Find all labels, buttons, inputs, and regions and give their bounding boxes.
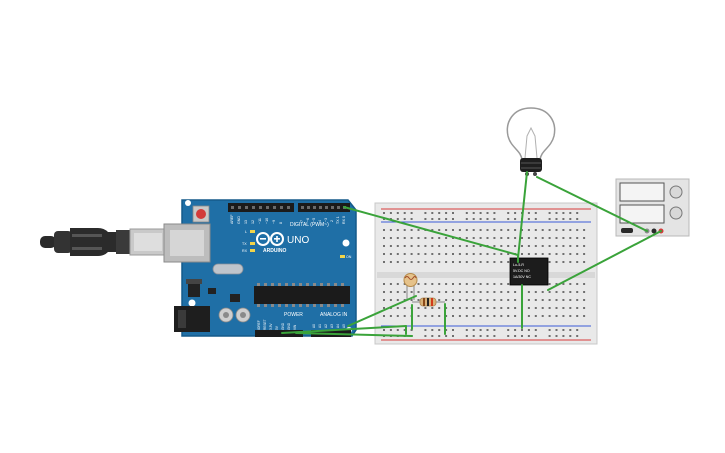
- digital-pin-labels: AREF GND 13 12 ~11 ~10 ~9 8 7 ~6 ~5 4 ~3…: [230, 214, 346, 224]
- pin-label: 4: [318, 220, 322, 222]
- on-label: ON: [346, 255, 352, 259]
- pin-label: 13: [244, 220, 248, 224]
- pin-label: 3.3V: [269, 323, 273, 330]
- pin-label: ~10: [265, 218, 269, 224]
- tx-label: TX: [242, 242, 247, 246]
- wire: [295, 332, 413, 337]
- power-supply-icon[interactable]: [615, 178, 690, 237]
- pin-label: 2: [330, 220, 334, 222]
- usb-cable[interactable]: [40, 228, 167, 256]
- analog-label: ANALOG IN: [320, 312, 348, 318]
- terminal-negative: [651, 228, 657, 234]
- center-channel: [377, 272, 595, 278]
- power-switch[interactable]: [621, 228, 633, 233]
- pin-label: A4: [336, 324, 340, 328]
- pin-label: IOREF: [257, 320, 261, 330]
- mounting-hole: [185, 200, 191, 206]
- pin-label: 12: [251, 220, 255, 224]
- brand-label: ARDUINO: [263, 248, 286, 254]
- led-l: [250, 230, 255, 233]
- model-label: UNO: [287, 235, 309, 246]
- voltage-display: [619, 182, 665, 202]
- relay-module[interactable]: Lu-5-R 5V.DC NO 1A/30V NC: [509, 257, 549, 286]
- crystal: [212, 263, 244, 275]
- pin-label: A3: [330, 324, 334, 328]
- pin-label: ~3: [324, 218, 328, 222]
- smd-chip: [230, 294, 240, 302]
- arduino-uno-board[interactable]: AREF GND 13 12 ~11 ~10 ~9 8 7 ~6 ~5 4 ~3…: [163, 199, 357, 337]
- voltage-regulator: [188, 283, 200, 297]
- smd-chip: [208, 288, 216, 294]
- voltage-knob[interactable]: [669, 185, 683, 199]
- mounting-hole: [188, 299, 196, 307]
- pin-label: ~6: [306, 218, 310, 222]
- led-rx: [250, 249, 255, 252]
- pin-label: ~11: [258, 218, 262, 224]
- pin-label: ~9: [272, 220, 276, 224]
- pin-label: 5V: [275, 325, 279, 330]
- relay-label: Lu-5-R: [513, 263, 524, 267]
- digital-header-low: [298, 203, 350, 212]
- power-header: [255, 330, 303, 337]
- led-on: [340, 255, 345, 258]
- pin-label: 8: [279, 222, 283, 224]
- pin-label: GND: [281, 322, 285, 330]
- wire: [536, 176, 648, 232]
- photoresistor-icon[interactable]: [403, 273, 418, 301]
- pin-label: RX 0: [342, 216, 346, 224]
- mounting-hole: [342, 239, 350, 247]
- wires: [281, 171, 662, 337]
- pin-label: A2: [324, 324, 328, 328]
- digital-label: DIGITAL (PWM~): [290, 222, 329, 228]
- power-pin-labels: IOREF RESET 3.3V 5V GND GND VIN: [257, 319, 297, 330]
- pin-label: AREF: [230, 214, 234, 224]
- pin-label: GND: [237, 216, 241, 224]
- wire: [347, 295, 417, 327]
- led-l-label: L: [245, 230, 247, 234]
- pin-label: 7: [300, 220, 304, 222]
- resistor-icon[interactable]: [412, 297, 445, 307]
- arduino-logo-icon: [256, 232, 284, 246]
- pin-label: ~5: [312, 218, 316, 222]
- pin-label: VIN: [293, 324, 297, 330]
- pin-label: A1: [318, 324, 322, 328]
- current-display: [619, 204, 665, 224]
- led-tx: [250, 242, 255, 245]
- wire: [547, 230, 662, 291]
- rx-label: RX: [242, 249, 248, 253]
- current-knob[interactable]: [669, 206, 683, 220]
- wire: [517, 171, 528, 259]
- wire: [281, 325, 407, 334]
- relay-label: 1A/30V NC: [513, 275, 531, 279]
- pin-label: TX 1: [336, 216, 340, 224]
- analog-pin-labels: A0 A1 A2 A3 A4 A5: [312, 324, 346, 328]
- pin-label: A5: [342, 324, 346, 328]
- relay-label: 5V.DC NO: [513, 269, 530, 273]
- lightbulb-icon[interactable]: [506, 107, 556, 176]
- power-label: POWER: [284, 312, 303, 318]
- pin-label: A0: [312, 324, 316, 328]
- atmega-chip: [254, 286, 350, 304]
- pin-label: RESET: [263, 319, 267, 330]
- pin-label: GND: [287, 322, 291, 330]
